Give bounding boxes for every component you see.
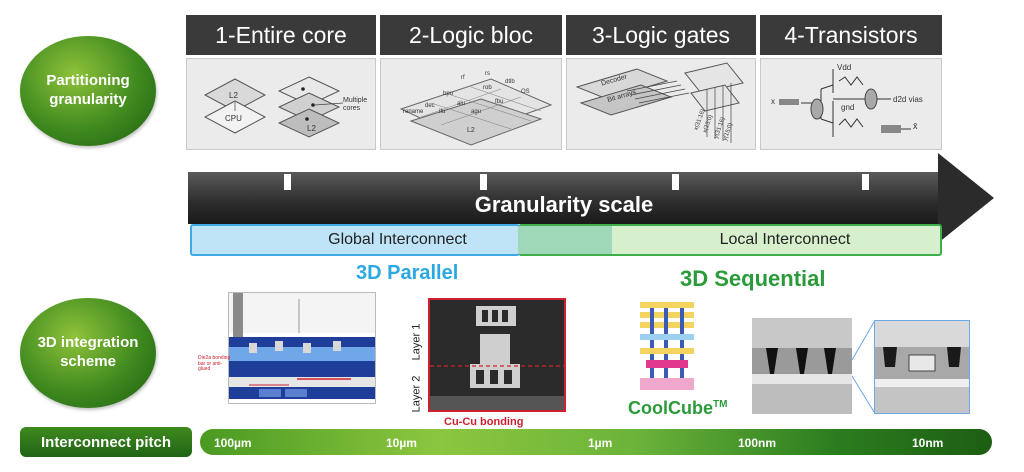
coolcube-tm: TM bbox=[713, 399, 728, 410]
coolcube-name: CoolCube bbox=[628, 398, 713, 418]
bloc-cell-agu: agu bbox=[471, 109, 482, 115]
bloc-cell-ifu: ifu bbox=[439, 109, 446, 115]
bloc-cell-bpu: bpu bbox=[443, 91, 454, 97]
gnd-label: gnd bbox=[841, 103, 855, 112]
entire-core-diagram: L2 CPU L2 Multiple cores bbox=[186, 58, 376, 150]
bloc-l2-label: L2 bbox=[467, 127, 475, 134]
parallel-cross-section-image bbox=[228, 292, 376, 404]
integration-scheme-label: 3D integration scheme bbox=[20, 298, 156, 408]
coolcube-svg bbox=[640, 302, 694, 390]
coolcube-label: CoolCubeTM bbox=[628, 398, 727, 419]
core-stack-svg: L2 CPU L2 bbox=[203, 76, 344, 138]
bloc-cell-alu: alu bbox=[457, 101, 466, 107]
layer-2-label: Layer 2 bbox=[410, 375, 423, 413]
tem-zoom-svg bbox=[875, 321, 969, 413]
vdd-label: Vdd bbox=[837, 63, 852, 72]
transistors-diagram: Vdd gnd x x̄ d2d vias bbox=[760, 58, 942, 150]
logic-gates-diagram: Decoder Bit arrays x(31:16) x(15:0) y(31… bbox=[566, 58, 756, 150]
multiple-cores-note: Multiple cores bbox=[343, 97, 368, 112]
cu-cu-bonding-sem-image bbox=[428, 298, 566, 412]
zoom-connector bbox=[851, 320, 875, 414]
logic-gates-svg bbox=[575, 62, 744, 143]
x-bar-label: x̄ bbox=[913, 121, 918, 131]
tab-logic-bloc: 2-Logic bloc bbox=[380, 15, 562, 55]
partitioning-granularity-label: Partitioning granularity bbox=[20, 36, 156, 146]
bloc-cell-fbu: fbu bbox=[495, 99, 504, 105]
sequential-tem-image bbox=[752, 318, 852, 414]
global-interconnect-text: Global Interconnect bbox=[328, 231, 467, 248]
x-input-label: x bbox=[771, 97, 775, 106]
sem-svg bbox=[430, 300, 564, 410]
pitch-value-100nm: 100nm bbox=[738, 436, 777, 450]
svg-text:L2: L2 bbox=[307, 124, 316, 133]
global-interconnect-bar: Global Interconnect bbox=[190, 224, 520, 256]
bloc-cell-rename: rename bbox=[403, 109, 424, 115]
cross-section-svg bbox=[229, 293, 375, 399]
bloc-cell-rob: rob bbox=[483, 85, 492, 91]
bloc-cell-dtlb: dtlb bbox=[505, 79, 515, 85]
interconnect-pitch-label: Interconnect pitch bbox=[20, 427, 192, 457]
svg-text:L2: L2 bbox=[229, 91, 238, 100]
bonding-bar-note: Die2a bonding bar or anti-glued bbox=[198, 355, 231, 372]
d2d-vias-label: d2d vias bbox=[893, 95, 923, 104]
granularity-scale-label: Granularity scale bbox=[474, 192, 654, 217]
scale-tick bbox=[480, 174, 487, 190]
pitch-value-10um: 10µm bbox=[386, 436, 417, 450]
bloc-cell-os: OS bbox=[521, 89, 530, 95]
3d-sequential-heading: 3D Sequential bbox=[680, 266, 826, 291]
granularity-arrow bbox=[188, 172, 940, 224]
bloc-cell-rs: rs bbox=[485, 71, 490, 77]
granularity-arrow-head bbox=[938, 153, 994, 243]
integration-scheme-text: 3D integration scheme bbox=[37, 334, 139, 370]
pitch-value-100um: 100µm bbox=[214, 436, 252, 450]
scale-tick bbox=[284, 174, 291, 190]
pitch-value-1um: 1µm bbox=[588, 436, 613, 450]
bloc-cell-dec: dec bbox=[425, 103, 435, 109]
coolcube-stack-image bbox=[636, 300, 698, 394]
local-interconnect-text: Local Interconnect bbox=[719, 231, 851, 248]
logic-bloc-svg bbox=[399, 78, 553, 146]
3d-parallel-heading: 3D Parallel bbox=[356, 262, 459, 284]
cu-cu-bonding-caption: Cu-Cu bonding bbox=[444, 416, 524, 428]
sequential-tem-zoom-image bbox=[874, 320, 970, 414]
zoom-lines-svg bbox=[851, 321, 875, 413]
partitioning-granularity-text: Partitioning granularity bbox=[46, 72, 130, 108]
layer-1-label: Layer 1 bbox=[410, 323, 423, 361]
transistor-svg bbox=[779, 69, 911, 137]
scale-tick bbox=[672, 174, 679, 190]
pitch-value-10nm: 10nm bbox=[912, 436, 944, 450]
interconnect-pitch-bar bbox=[200, 429, 992, 455]
tab-logic-gates: 3-Logic gates bbox=[566, 15, 756, 55]
tab-transistors: 4-Transistors bbox=[760, 15, 942, 55]
svg-text:CPU: CPU bbox=[225, 114, 242, 123]
bloc-cell-rf: rf bbox=[461, 75, 465, 81]
tab-entire-core: 1-Entire core bbox=[186, 15, 376, 55]
tem-svg bbox=[752, 318, 852, 414]
logic-bloc-diagram: rf rs rob dtlb bpu OS rename dec ifu alu… bbox=[380, 58, 562, 150]
interconnect-overlap bbox=[518, 226, 612, 254]
scale-tick bbox=[862, 174, 869, 190]
